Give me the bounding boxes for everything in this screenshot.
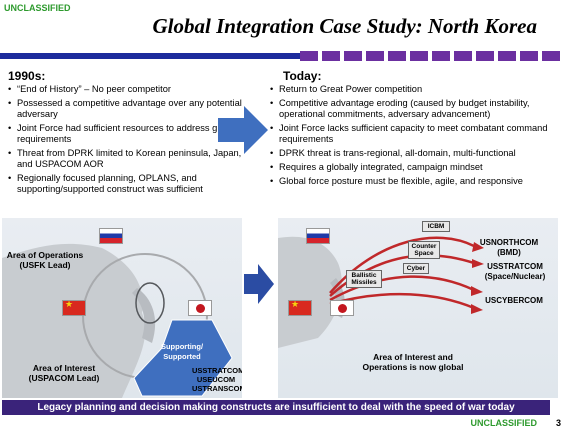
supporting-commands-label: USSTRATCOM USEUCOM USTRANSCOM [192,366,242,393]
slide-title: Global Integration Case Study: North Kor… [152,14,537,38]
right-bullet: Return to Great Power competition [270,84,558,95]
right-map: ICBM Counter Space Cyber Ballistic Missi… [278,218,558,398]
cyber-tag: Cyber [403,263,429,274]
global-aoi-label: Area of Interest and Operations is now g… [362,352,464,372]
page-number: 3 [555,418,561,428]
transition-arrow-icon [218,106,268,154]
icbm-tag: ICBM [422,221,450,232]
right-bullet-list: Return to Great Power competition Compet… [270,84,558,190]
map-transition-arrow-icon [244,264,274,304]
title-divider [0,51,567,61]
left-bullet: “End of History” – No peer competitor [8,84,256,95]
right-bullet: Competitive advantage eroding (caused by… [270,98,558,120]
right-bullet: DPRK threat is trans-regional, all-domai… [270,148,558,159]
classification-top: UNCLASSIFIED [4,3,71,13]
china-flag-icon [62,300,86,316]
counter-space-tag: Counter Space [408,241,440,259]
classification-bottom: UNCLASSIFIED [470,418,537,428]
left-bullet-list: “End of History” – No peer competitor Po… [8,84,256,198]
left-bullet: Threat from DPRK limited to Korean penin… [8,148,256,170]
left-bullet: Regionally focused planning, OPLANS, and… [8,173,256,195]
china-flag-icon [288,300,312,316]
left-heading: 1990s: [8,69,46,83]
right-bullet: Joint Force lacks sufficient capacity to… [270,123,558,145]
japan-flag-icon [330,300,354,316]
usnorthcom-label: USNORTHCOM (BMD) [479,238,539,257]
left-bullet: Possessed a competitive advantage over a… [8,98,256,120]
supporting-supported-label: Supporting/ Supported [160,342,204,361]
russia-flag-icon [99,228,123,244]
area-of-interest-label: Area of Interest (USPACOM Lead) [28,363,100,383]
supporting-arrow-icon [133,319,233,397]
right-heading: Today: [283,69,322,83]
japan-flag-icon [188,300,212,316]
left-map-graphic [2,243,208,398]
right-bullet: Global force posture must be flexible, a… [270,176,558,187]
russia-flag-icon [306,228,330,244]
right-map-graphic [278,236,484,348]
usstratcom-label: USSTRATCOM (Space/Nuclear) [484,262,546,281]
left-map: Area of Operations (USFK Lead) Area of I… [2,218,242,398]
right-bullet: Requires a globally integrated, campaign… [270,162,558,173]
uscybercom-label: USCYBERCOM [485,296,543,305]
area-of-operations-label: Area of Operations (USFK Lead) [6,250,84,270]
bottom-banner: Legacy planning and decision making cons… [2,400,550,415]
ballistic-missiles-tag: Ballistic Missiles [346,270,382,288]
left-bullet: Joint Force had sufficient resources to … [8,123,256,145]
